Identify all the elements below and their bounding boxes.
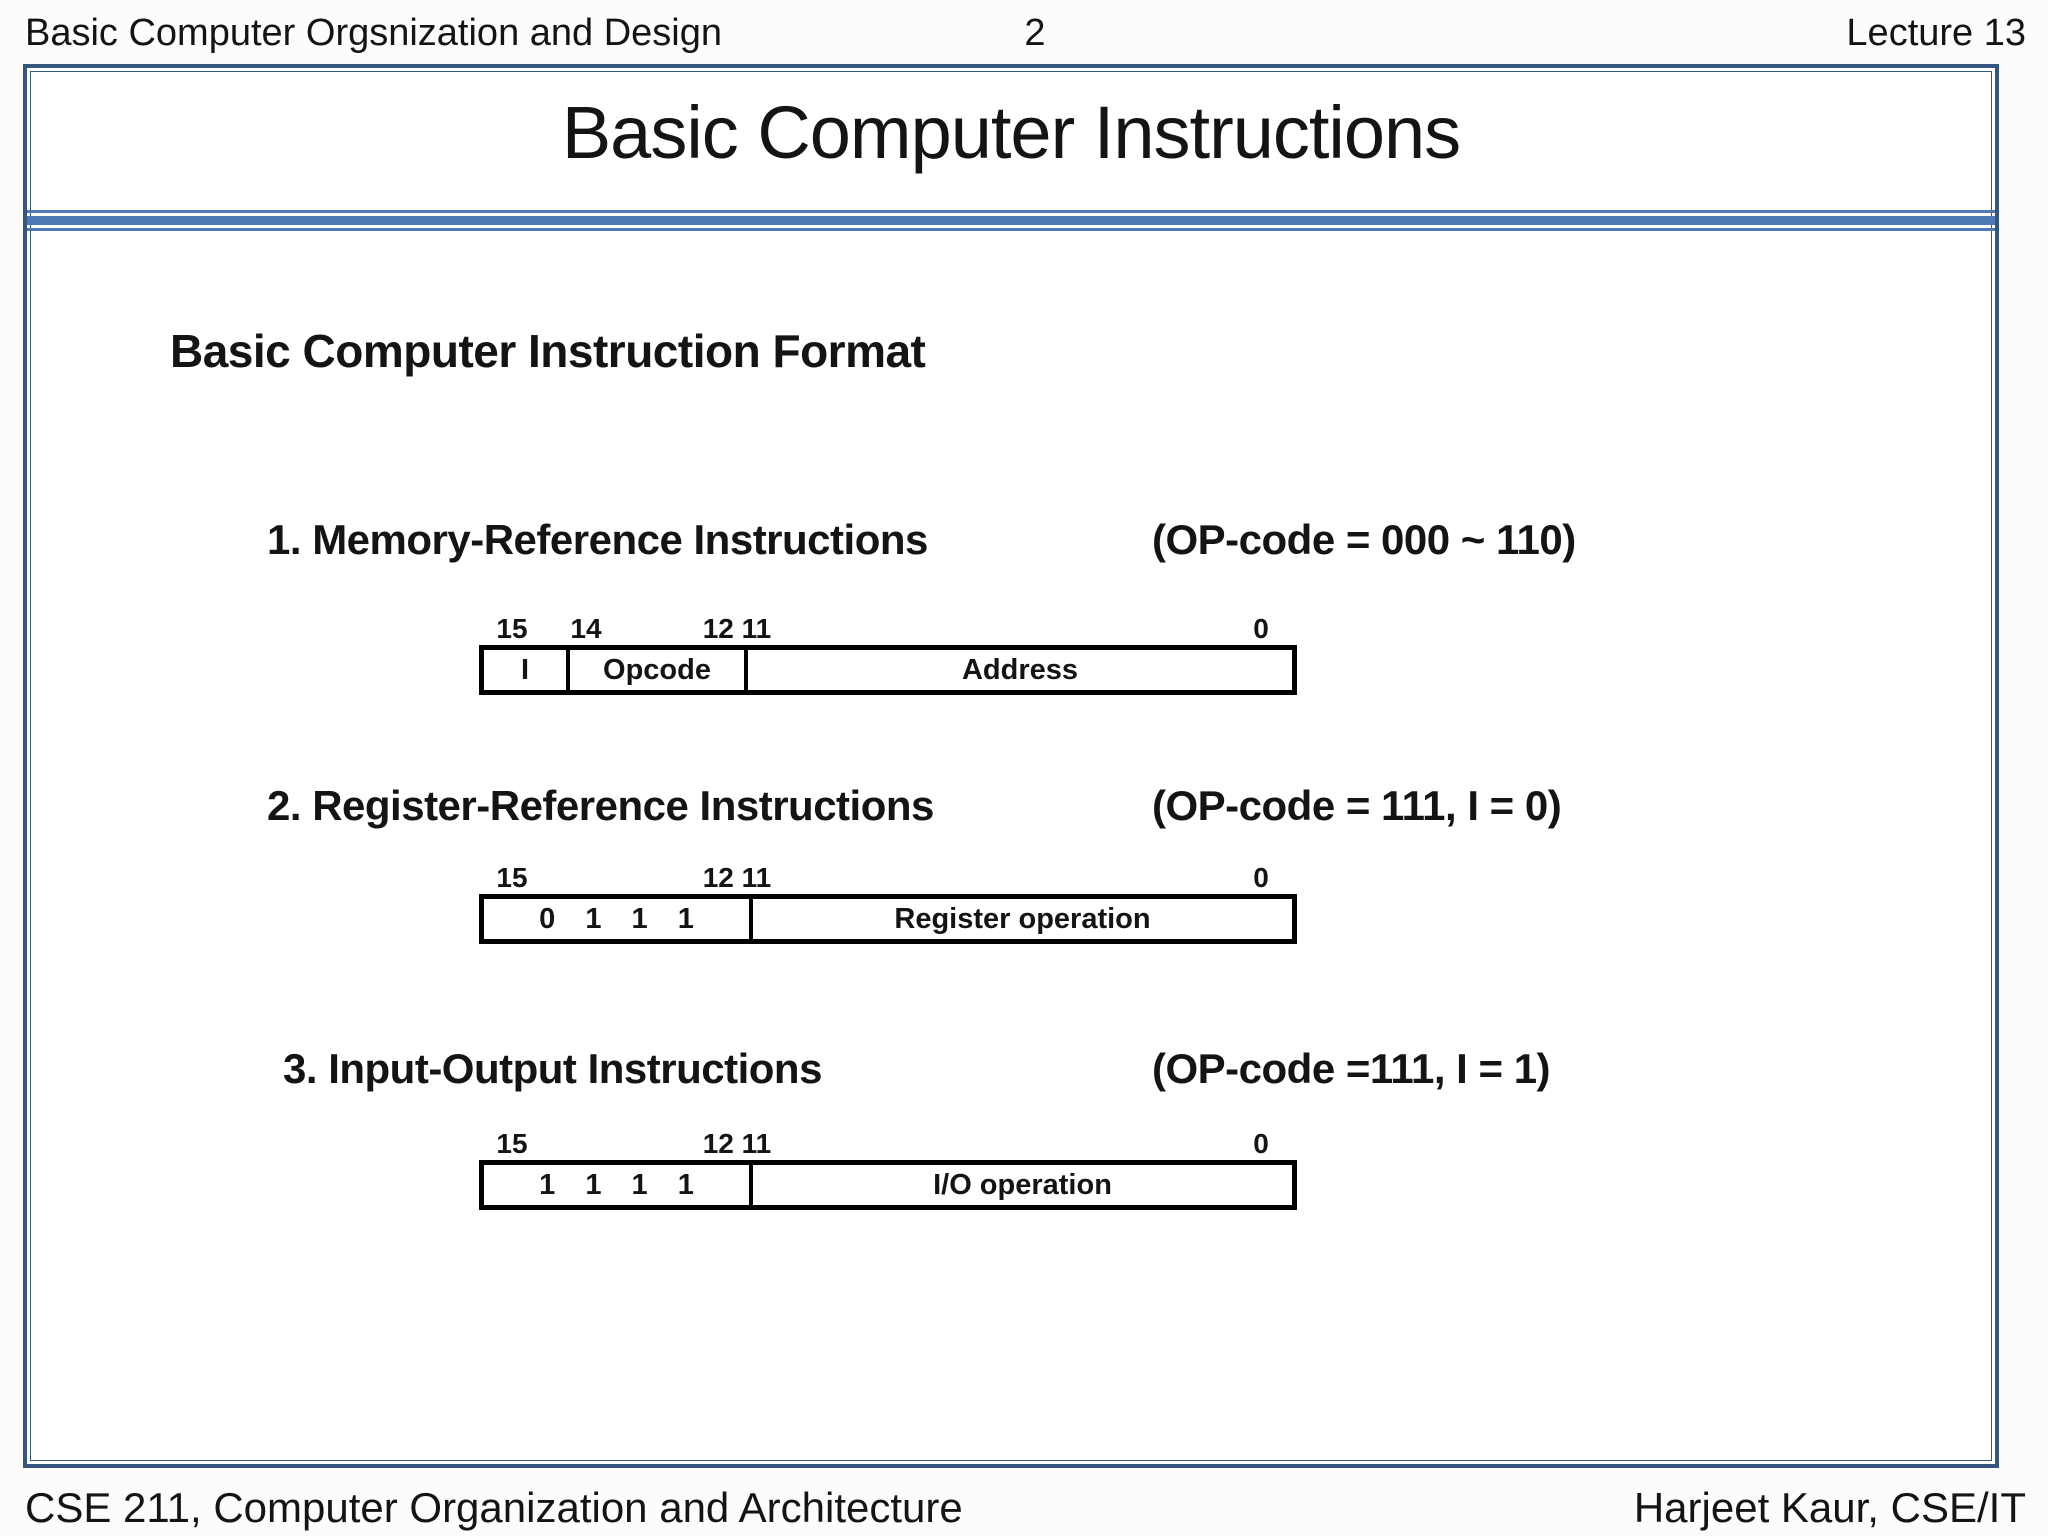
slide-subtitle: Basic Computer Instruction Format bbox=[170, 325, 926, 377]
field-register-operation: Register operation bbox=[894, 902, 1151, 935]
bit-label-15: 15 bbox=[496, 1128, 528, 1159]
section-3-heading: 3. Input-Output Instructions bbox=[283, 1045, 822, 1092]
section-3-heading-row: 3. Input-Output Instructions (OP-code =1… bbox=[27, 1045, 1995, 1099]
field-opcode-bits: 1 1 1 1 bbox=[484, 1165, 753, 1205]
bit-label-12-11: 12 11 bbox=[702, 613, 772, 644]
slide-frame: Basic Computer Instructions Basic Comput… bbox=[23, 64, 1999, 1468]
title-separator bbox=[27, 210, 1995, 231]
bit-label-15: 15 bbox=[496, 862, 528, 893]
field-opcode: Opcode bbox=[570, 650, 748, 690]
slide-content: Basic Computer Instructions Basic Comput… bbox=[27, 68, 1995, 1464]
section-2-heading-row: 2. Register-Reference Instructions (OP-c… bbox=[27, 782, 1995, 836]
footer-course-name: CSE 211, Computer Organization and Archi… bbox=[25, 1484, 963, 1531]
header-page-number: 2 bbox=[1024, 12, 1046, 54]
bit-label-15: 15 bbox=[496, 613, 528, 644]
field-io-operation: I/O operation bbox=[933, 1168, 1112, 1201]
instruction-word-box: I Opcode Address bbox=[479, 645, 1297, 695]
section-2-opcode-note: (OP-code = 111, I = 0) bbox=[1152, 782, 1562, 829]
separator-thin-line-top bbox=[27, 210, 1995, 213]
page-header: Basic Computer Orgsnization and Design 2… bbox=[0, 10, 2048, 62]
slide-title: Basic Computer Instructions bbox=[561, 91, 1461, 174]
section-2-heading: 2. Register-Reference Instructions bbox=[267, 782, 934, 829]
bit-label-row: 15 12 11 0 bbox=[479, 862, 1297, 894]
footer-author: Harjeet Kaur, CSE/IT bbox=[1633, 1484, 2026, 1531]
bit-label-row: 15 12 11 0 bbox=[479, 1128, 1297, 1160]
bit-label-12-11: 12 11 bbox=[702, 1128, 772, 1159]
section-3-opcode-note: (OP-code =111, I = 1) bbox=[1152, 1045, 1551, 1092]
separator-thick-line bbox=[27, 216, 1995, 225]
register-reference-bitfield-diagram: 15 12 11 0 0 1 1 1 Register operation bbox=[479, 862, 1297, 944]
field-opcode-bits: 0 1 1 1 bbox=[484, 899, 753, 939]
header-course-title: Basic Computer Orgsnization and Design bbox=[25, 12, 723, 54]
memory-reference-bitfield-diagram: 15 14 12 11 0 I Opcode Address bbox=[479, 613, 1297, 695]
header-lecture-label: Lecture 13 bbox=[1846, 12, 2026, 54]
bit-label-0: 0 bbox=[1253, 1128, 1269, 1159]
bit-label-row: 15 14 12 11 0 bbox=[479, 613, 1297, 645]
input-output-bitfield-diagram: 15 12 11 0 1 1 1 1 I/O operation bbox=[479, 1128, 1297, 1210]
instruction-word-box: 0 1 1 1 Register operation bbox=[479, 894, 1297, 944]
bit-label-0: 0 bbox=[1253, 613, 1269, 644]
section-1-heading-row: 1. Memory-Reference Instructions (OP-cod… bbox=[27, 516, 1995, 570]
separator-thin-line-bottom bbox=[27, 228, 1995, 231]
section-1-opcode-note: (OP-code = 000 ~ 110) bbox=[1152, 516, 1576, 563]
field-indirect-bit: I bbox=[484, 650, 570, 690]
instruction-word-box: 1 1 1 1 I/O operation bbox=[479, 1160, 1297, 1210]
section-1-heading: 1. Memory-Reference Instructions bbox=[267, 516, 928, 563]
bit-label-0: 0 bbox=[1253, 862, 1269, 893]
bit-label-14: 14 bbox=[570, 613, 602, 644]
bit-label-12-11: 12 11 bbox=[702, 862, 772, 893]
field-address: Address bbox=[961, 653, 1079, 686]
